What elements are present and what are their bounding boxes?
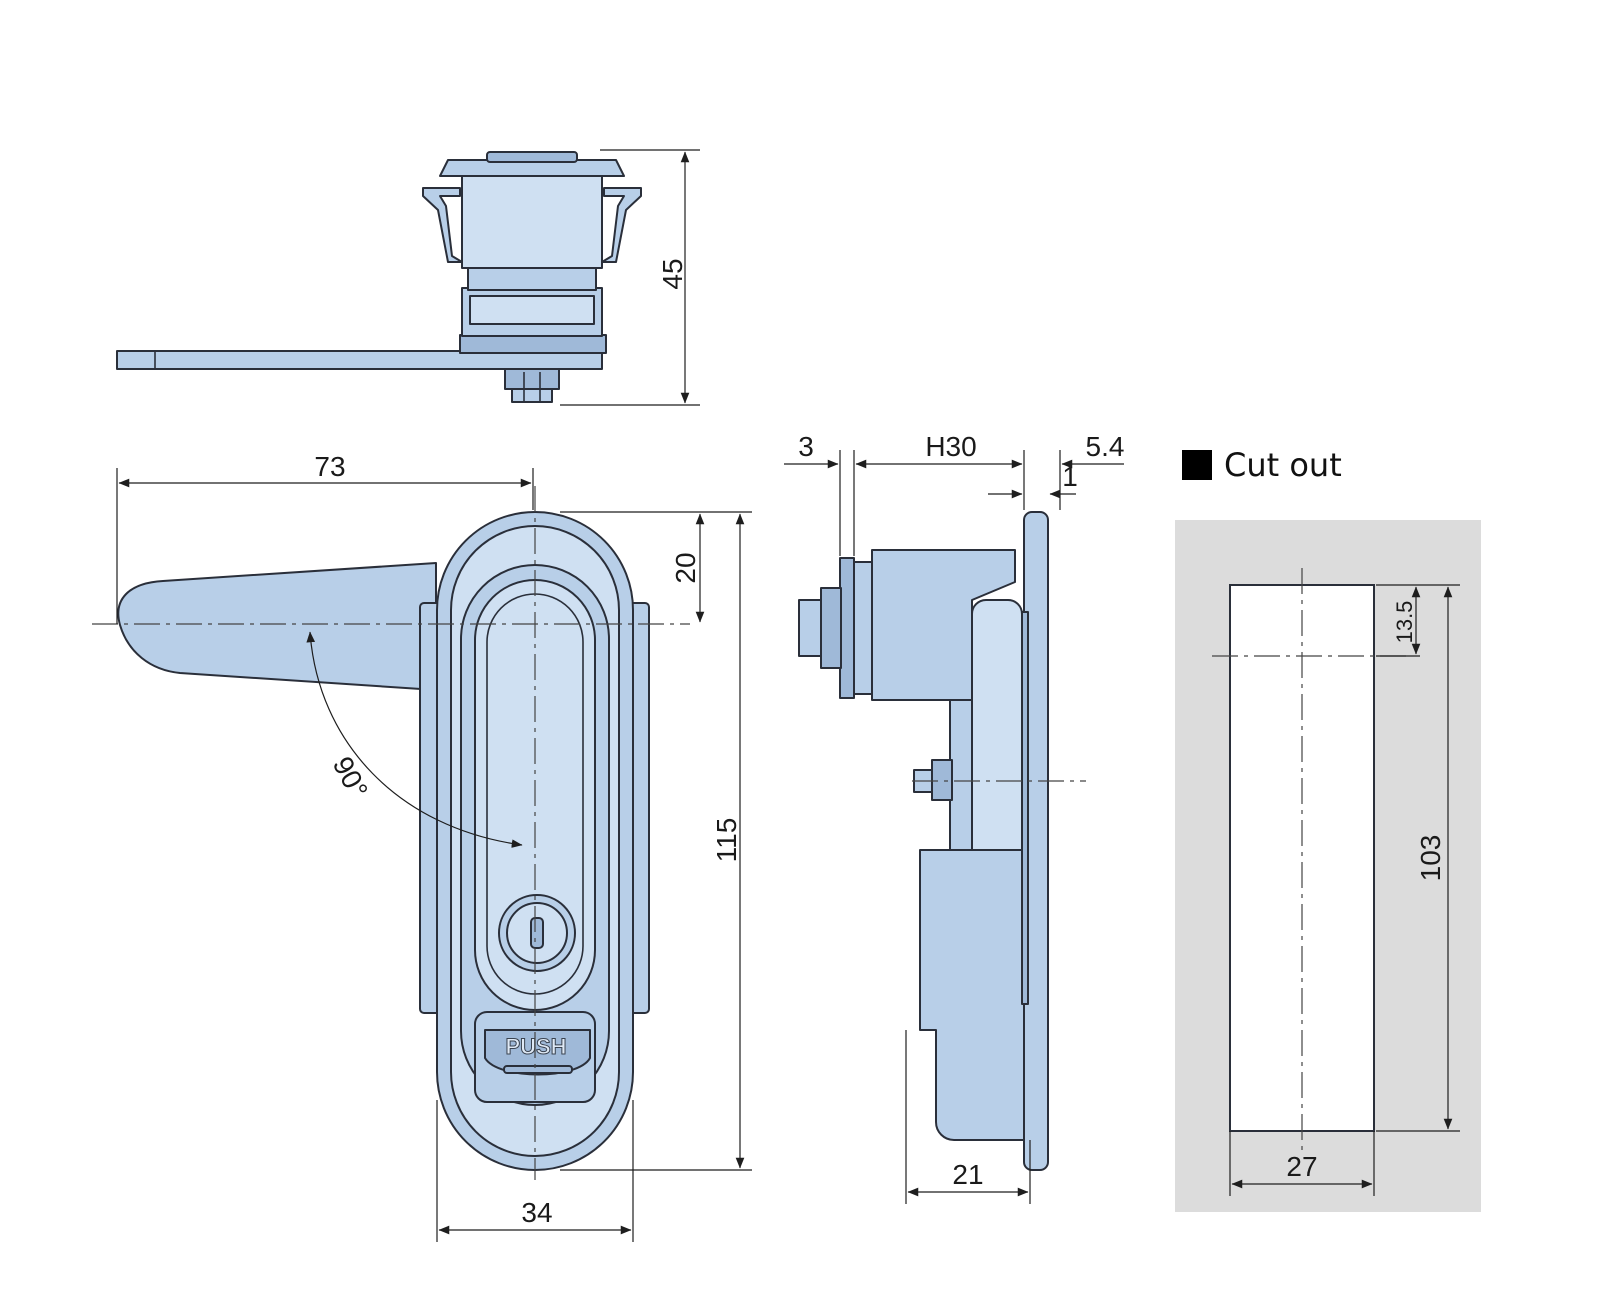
cam-bar: [116, 350, 603, 370]
handle-length-dim: 73: [314, 451, 345, 482]
lock-body-cup: [461, 175, 603, 269]
total-height-dim: 115: [711, 818, 742, 863]
front-view: PUSH 90° 73 20 115 34: [92, 451, 752, 1242]
shaft-nut: [511, 388, 553, 403]
shaft-nut-side: [798, 599, 822, 657]
flange-thickness-dim: 1: [1062, 461, 1078, 492]
cutout-width-dim: 27: [1286, 1151, 1317, 1182]
grip-range-dim: H30: [925, 431, 976, 462]
cam-thickness-dim: 3: [798, 431, 814, 462]
lock-cap: [439, 159, 625, 177]
keyhole: [530, 917, 544, 949]
lock-housing-side: [871, 549, 1016, 701]
body-lower: [919, 849, 1031, 1141]
cutout-section: Cut out 13.5 103 27: [1175, 446, 1481, 1212]
width-dim: 34: [521, 1197, 552, 1228]
lock-body-lower: [459, 334, 607, 354]
rotation-arc: [306, 631, 523, 848]
top-height-dim: 45: [657, 258, 688, 289]
flange-wing-right: [601, 187, 642, 263]
depth-dim: 21: [952, 1159, 983, 1190]
flange-wing-left: [422, 187, 463, 263]
handle-lever: [117, 562, 437, 691]
cutout-title: Cut out: [1224, 446, 1342, 484]
cutout-height-dim: 103: [1415, 835, 1446, 882]
side-view: 3 H30 5.4 1 21: [784, 431, 1124, 1204]
rotation-angle-dim: 90°: [327, 752, 374, 804]
cam-plate: [839, 557, 855, 699]
shaft: [504, 368, 560, 390]
flange-dim: 5.4: [1086, 431, 1125, 462]
cutout-offset-dim: 13.5: [1392, 601, 1417, 644]
top-view: 45: [116, 149, 700, 406]
push-label: PUSH: [505, 1034, 566, 1059]
black-square-icon: [1182, 450, 1212, 480]
top-offset-dim: 20: [670, 552, 701, 583]
